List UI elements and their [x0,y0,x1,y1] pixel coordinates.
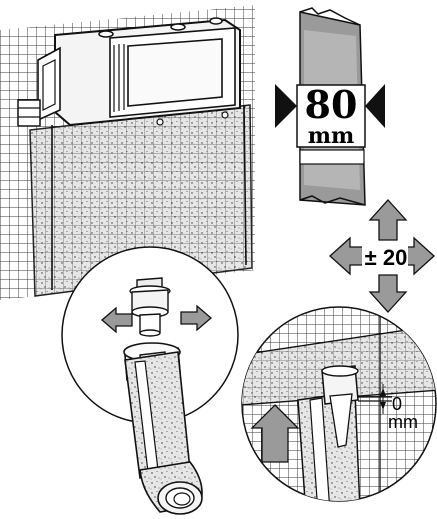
arrow-right-icon [180,304,212,332]
arrow-up-icon [368,199,408,241]
clearance-detail: 0 mm [241,306,437,502]
arrow-left-icon [101,306,133,334]
wall-thickness-callout: 80 mm [275,7,385,206]
arrow-down-icon [368,274,408,313]
cistern-box [17,17,241,127]
clearance-unit: mm [388,412,418,432]
adjustment-label: ± 20 [365,245,408,270]
pipe-detail [61,246,239,424]
clearance-value: 0 [392,394,402,414]
wall-thickness-value: 80 [305,82,358,127]
thickness-arrow-right-icon [365,84,385,128]
push-up-arrow-icon [250,404,300,463]
arrow-right-adjust-icon [403,236,435,276]
wall-thickness-unit: mm [308,123,355,149]
adjustment-arrows: ± 20 [329,199,435,313]
thickness-arrow-left-icon [275,84,297,128]
flush-pipe [123,342,203,515]
frame-assembly [0,5,255,300]
